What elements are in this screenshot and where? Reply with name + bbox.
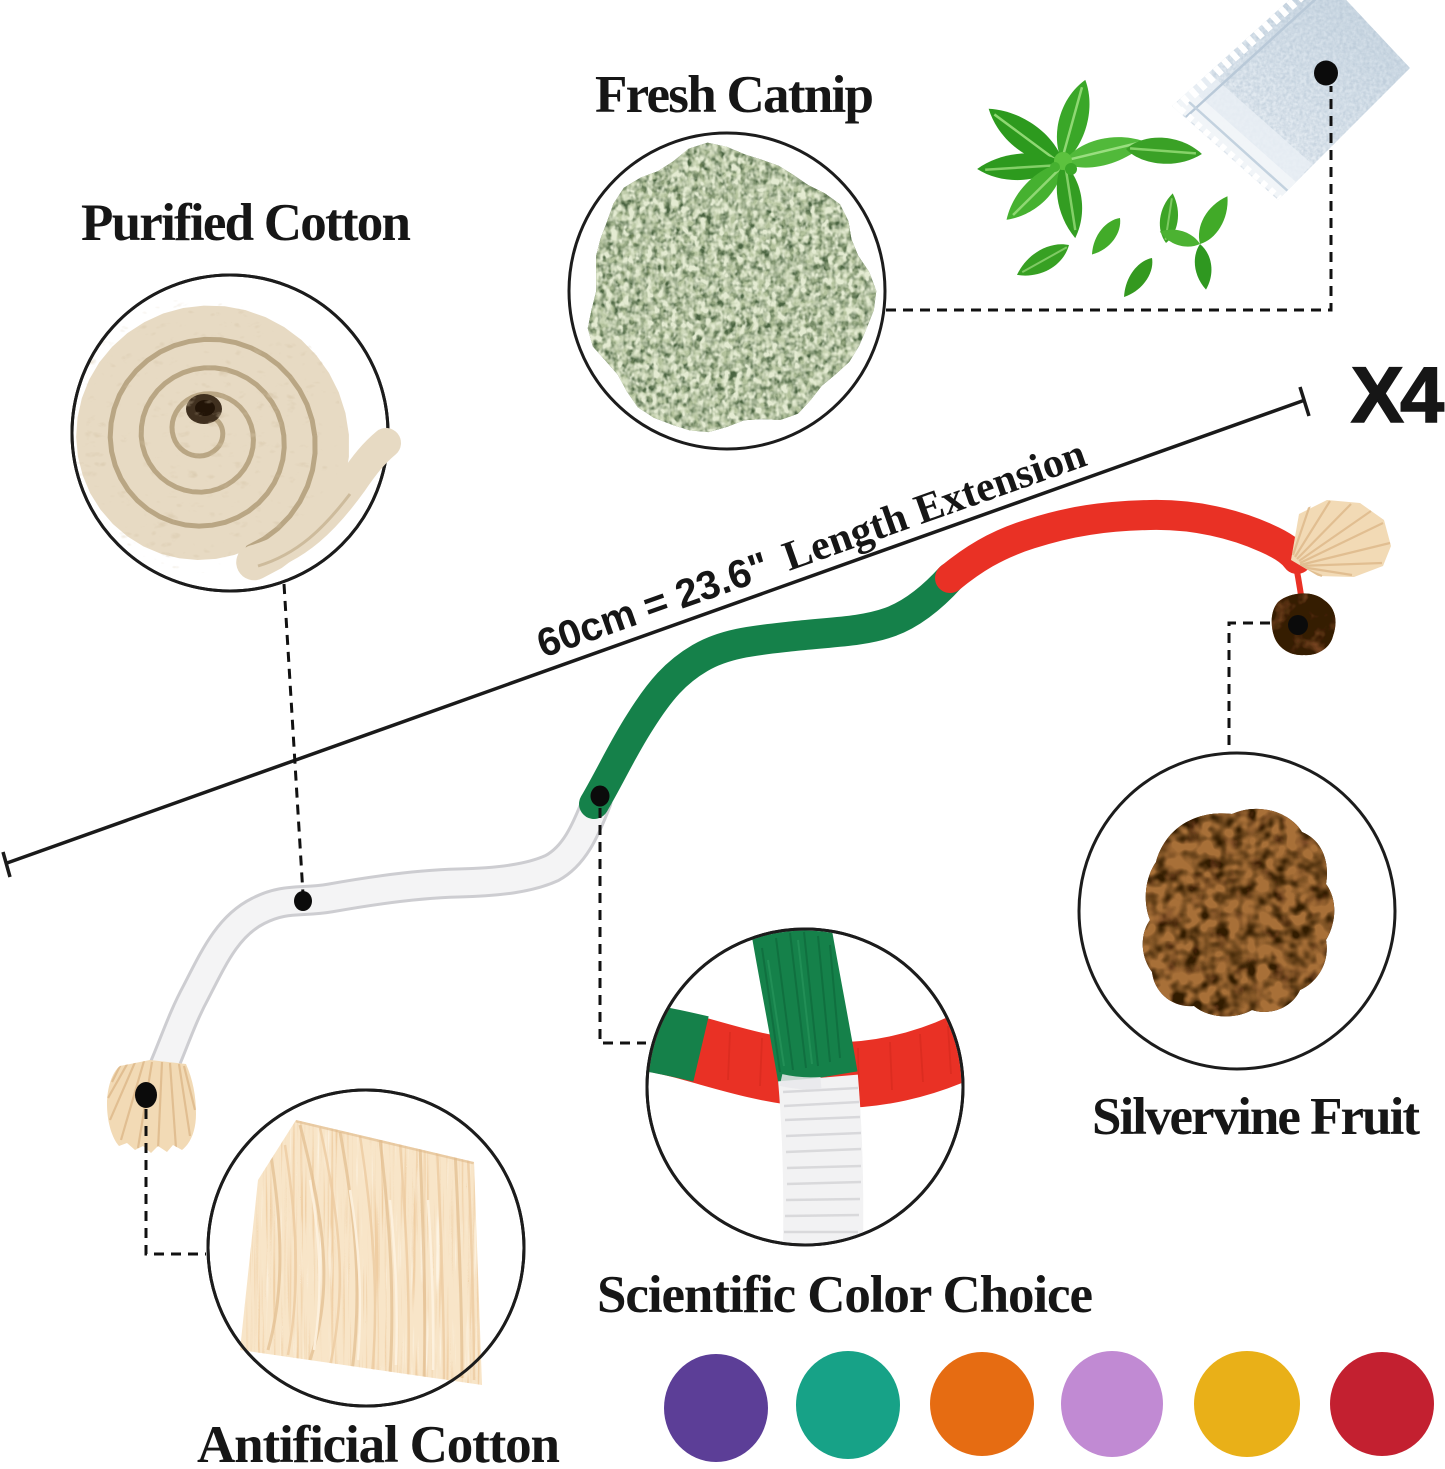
svg-text:Antificial Cotton: Antificial Cotton — [197, 1416, 560, 1469]
svg-text:Scientific Color Choice: Scientific Color Choice — [597, 1266, 1093, 1324]
svg-text:Fresh Catnip: Fresh Catnip — [595, 66, 874, 124]
svg-text:Silvervine Fruit: Silvervine Fruit — [1092, 1088, 1420, 1146]
svg-text:X4: X4 — [1351, 350, 1444, 439]
svg-text:Purified Cotton: Purified Cotton — [81, 194, 411, 252]
